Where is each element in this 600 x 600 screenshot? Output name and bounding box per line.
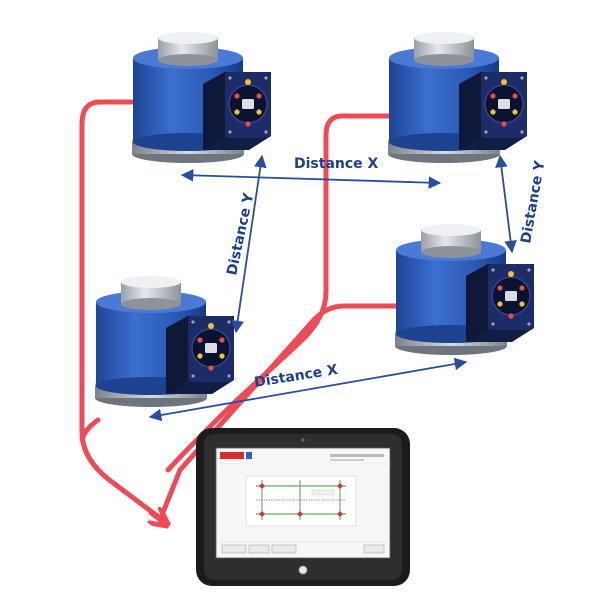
cable-top-right xyxy=(165,113,391,473)
load-cell-bottom-left xyxy=(94,275,235,408)
cable-top-left xyxy=(79,99,163,521)
load-cell-top-left xyxy=(131,31,272,164)
tablet xyxy=(196,428,410,586)
distance-y-left-arrow xyxy=(231,154,267,334)
tablet-logo xyxy=(220,452,244,459)
cable-group xyxy=(79,99,401,523)
load-cell-icon xyxy=(387,31,528,164)
distance-y-left-label: Distance Y xyxy=(224,191,257,277)
distance-x-top-label: Distance X xyxy=(294,156,379,172)
distance-x-bottom-arrow xyxy=(148,357,468,422)
distance-y-right-label: Distance Y xyxy=(518,159,548,245)
tablet-button-1[interactable] xyxy=(221,544,247,554)
cable-mid-right xyxy=(157,303,401,523)
tablet-button-4[interactable] xyxy=(363,544,385,554)
tablet-icon xyxy=(196,428,410,586)
tablet-button-2[interactable] xyxy=(248,544,270,554)
cable-bottom-left xyxy=(79,417,101,443)
load-cell-mid-right xyxy=(394,223,535,356)
tablet-button-3[interactable] xyxy=(271,544,297,554)
load-cell-icon xyxy=(131,31,272,164)
load-cell-icon xyxy=(94,275,235,408)
load-cell-top-right xyxy=(387,31,528,164)
load-cell-icon xyxy=(394,223,535,356)
distance-x-top-arrow xyxy=(180,169,442,189)
distance-y-right-arrow xyxy=(495,154,517,254)
dimension-arrows xyxy=(148,154,517,422)
cable-arrow-end xyxy=(150,512,166,524)
